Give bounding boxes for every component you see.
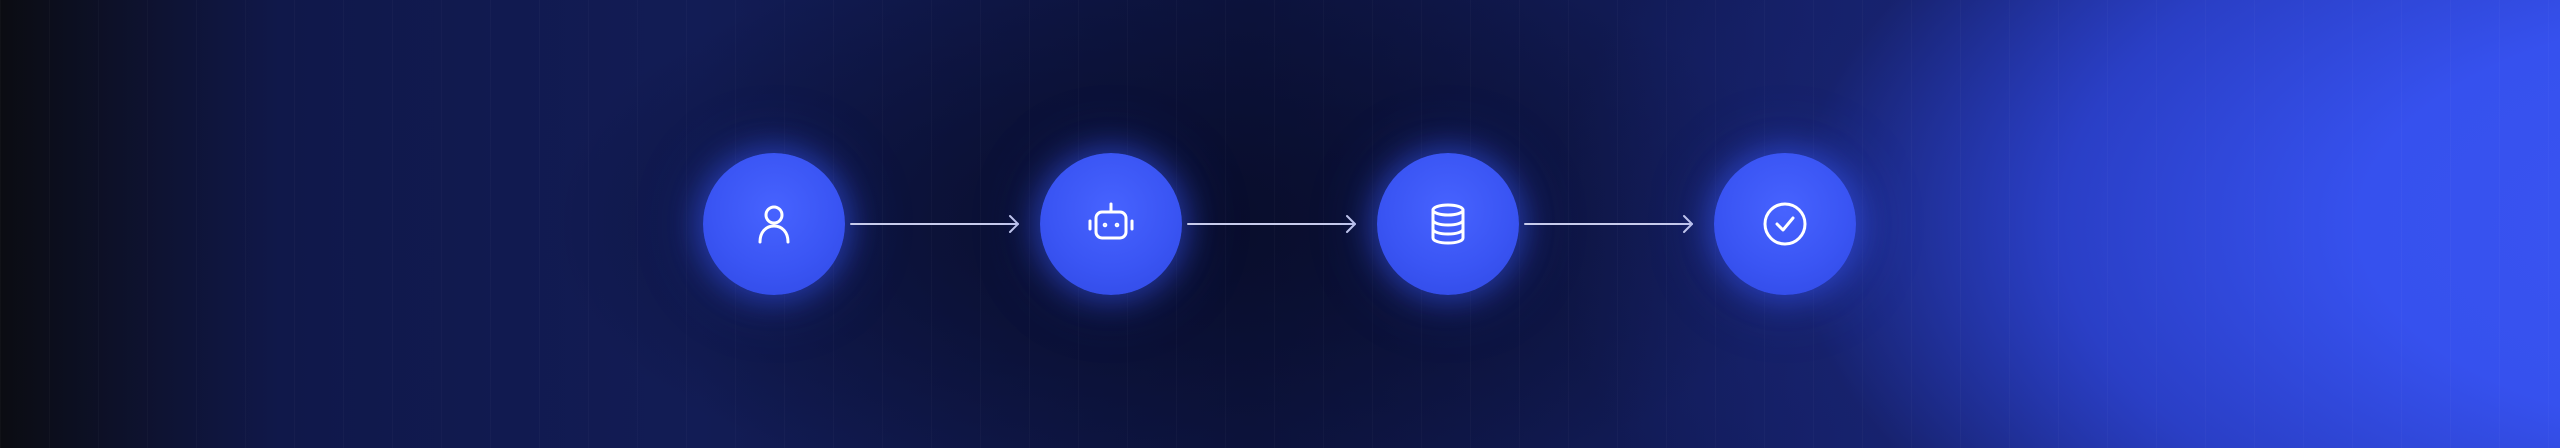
flow-arrow-2 bbox=[1187, 214, 1359, 234]
flow-arrow-3 bbox=[1524, 214, 1696, 234]
check-circle-icon bbox=[1763, 202, 1807, 246]
flow-node-database bbox=[1377, 153, 1519, 295]
database-icon bbox=[1431, 203, 1465, 245]
robot-icon bbox=[1088, 202, 1134, 240]
flow-arrow-1 bbox=[850, 214, 1022, 234]
user-icon bbox=[758, 205, 790, 244]
flow-node-bot bbox=[1040, 153, 1182, 295]
flow-node-user bbox=[703, 153, 845, 295]
flow-node-done bbox=[1714, 153, 1856, 295]
